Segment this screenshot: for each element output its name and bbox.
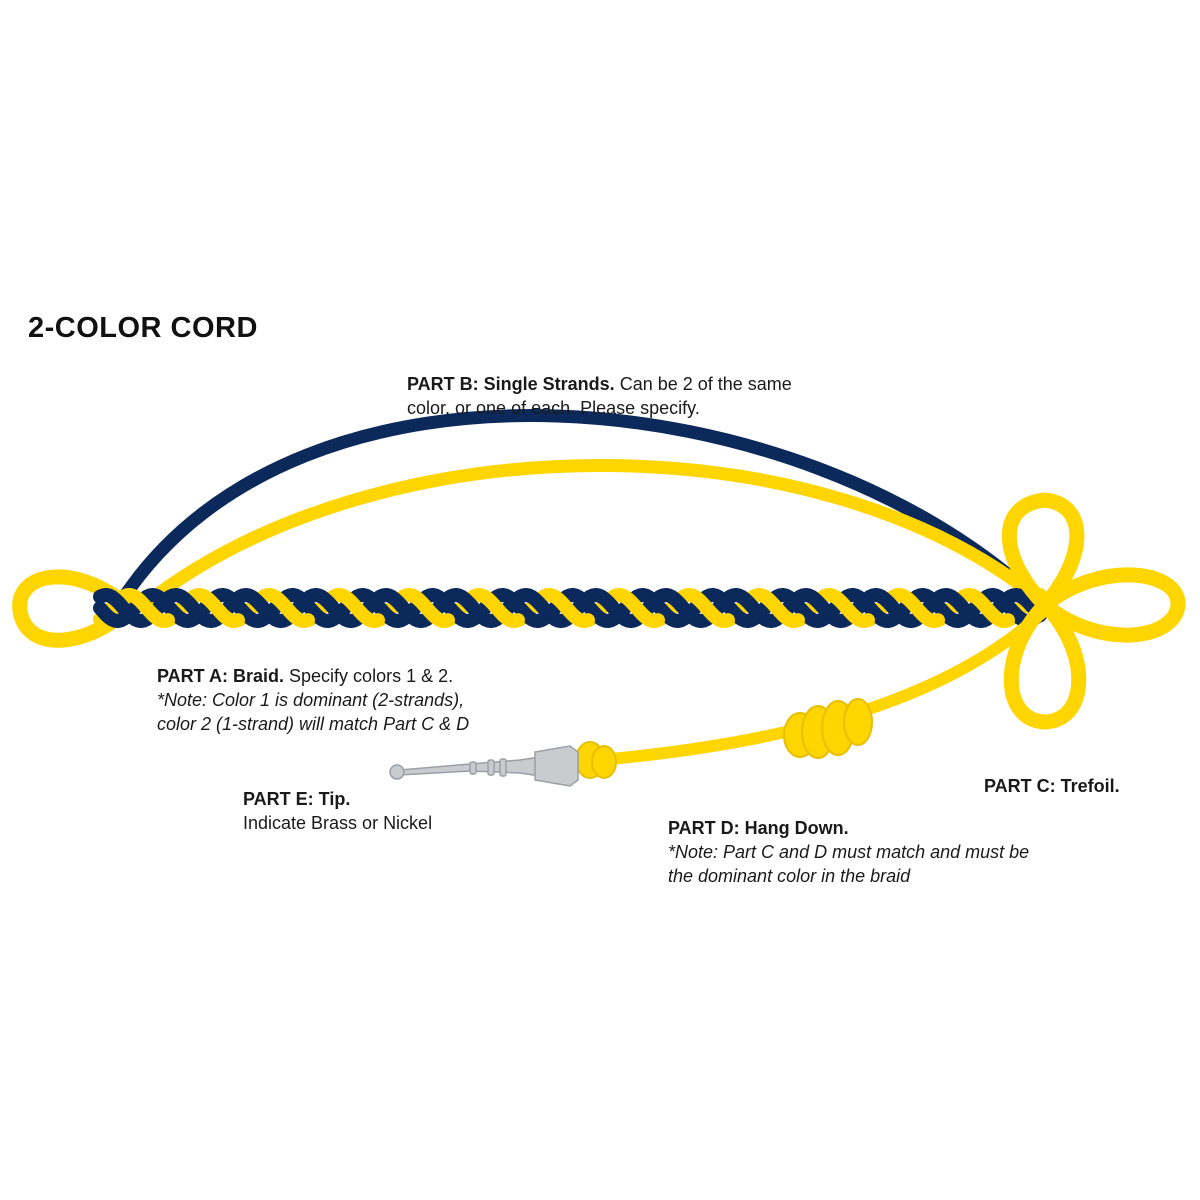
braid-strand-segment — [163, 587, 210, 625]
trefoil-right-loop — [1040, 567, 1186, 643]
braid-strand-segment — [233, 587, 280, 625]
braid-strand-segment — [443, 587, 490, 625]
cord-illustration — [12, 409, 1186, 787]
hang-down-knot-large — [783, 698, 873, 759]
part-c-heading: PART C: Trefoil. — [984, 776, 1120, 796]
part-a-note-1: *Note: Color 1 is dominant (2-strands), — [157, 690, 465, 710]
hang-down — [575, 604, 1051, 779]
part-c-label: PART C: Trefoil. — [984, 774, 1120, 798]
tip-ferrule — [534, 745, 579, 787]
part-b-text-2: color, or one of each. Please specify. — [407, 398, 700, 418]
left-loop — [12, 569, 133, 648]
braid-strand-segment — [968, 589, 1015, 629]
braid-strand-segment — [583, 587, 630, 625]
hang-down-cord — [594, 604, 1051, 766]
braid-strand-segment — [303, 587, 350, 625]
braid-strand-segment — [758, 589, 805, 629]
trefoil-bottom-loop — [1003, 599, 1087, 730]
part-d-heading: PART D: Hang Down. — [668, 818, 849, 838]
hang-down-knot-small — [575, 741, 617, 779]
braid-strand-segment — [863, 587, 910, 625]
single-strand-navy — [115, 409, 1042, 607]
trefoil — [1001, 492, 1186, 730]
braid — [93, 587, 1047, 629]
braid-strand-segment — [793, 587, 840, 625]
part-e-heading: PART E: Tip. — [243, 789, 351, 809]
braid-strand-segment — [688, 589, 735, 629]
braid-strand-segment — [93, 587, 140, 625]
braid-strand-segment — [723, 587, 770, 625]
single-strand-gold — [138, 459, 1047, 611]
braid-strand-segment — [338, 589, 385, 629]
braid-strand-segment — [408, 589, 455, 629]
braid-strand-segment — [478, 589, 525, 629]
braid-strand-segment — [933, 587, 980, 625]
braid-strand-segment — [898, 589, 945, 629]
braid-strand-segment — [128, 589, 175, 629]
part-b-label: PART B: Single Strands. Can be 2 of the … — [407, 372, 792, 420]
page-title: 2-COLOR CORD — [28, 312, 258, 344]
part-d-label: PART D: Hang Down. *Note: Part C and D m… — [668, 816, 1029, 888]
braid-strand-segment — [548, 589, 595, 629]
part-d-note-2: the dominant color in the braid — [668, 866, 911, 886]
braid-strand-segment — [618, 589, 665, 629]
part-a-heading: PART A: Braid. — [157, 666, 285, 686]
part-a-text: Specify colors 1 & 2. — [289, 666, 454, 686]
braid-strand-segment — [653, 587, 700, 625]
tip — [389, 745, 579, 787]
part-a-note-2: color 2 (1-strand) will match Part C & D — [157, 714, 470, 734]
braid-strand-segment — [198, 589, 245, 629]
part-b-heading: PART B: Single Strands. — [407, 374, 615, 394]
braid-strand-segment — [373, 587, 420, 625]
braid-strand-segment — [828, 589, 875, 629]
part-e-label: PART E: Tip. Indicate Brass or Nickel — [243, 787, 432, 835]
part-e-text: Indicate Brass or Nickel — [243, 813, 433, 833]
part-a-label: PART A: Braid. Specify colors 1 & 2. *No… — [157, 664, 469, 736]
trefoil-top-loop — [1001, 492, 1085, 611]
braid-strand-segment — [513, 587, 560, 625]
tip-ball — [389, 764, 405, 780]
part-b-text: Can be 2 of the same — [619, 374, 792, 394]
part-d-note-1: *Note: Part C and D must match and must … — [668, 842, 1030, 862]
braid-strand-segment — [268, 589, 315, 629]
